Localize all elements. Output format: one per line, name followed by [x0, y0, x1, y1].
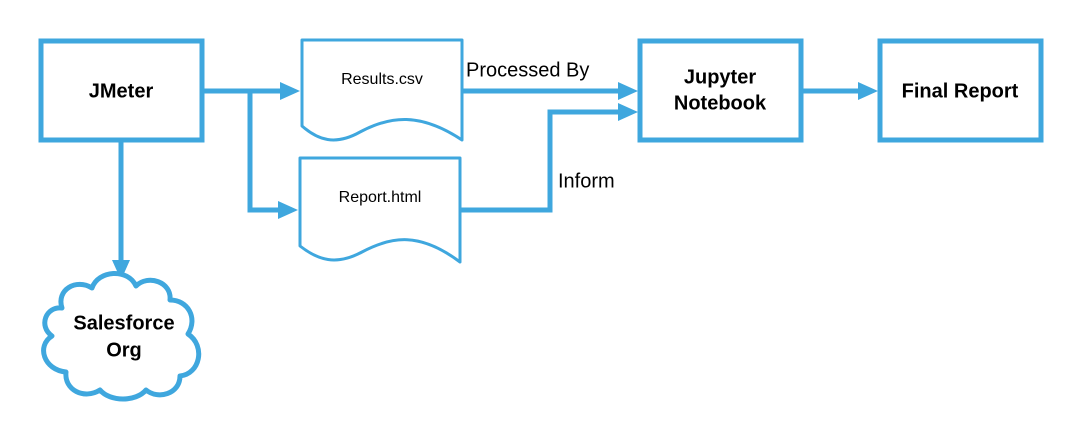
final-report-box: [877, 38, 1044, 143]
node-jmeter: JMeter: [38, 38, 205, 143]
jupyter-label-line1: Jupyter: [684, 66, 756, 88]
arrow-head-final: [858, 82, 878, 100]
arrow-head-jupyter-bottom: [618, 103, 638, 121]
salesforce-label-line1: Salesforce: [73, 312, 174, 334]
jmeter-label: JMeter: [89, 80, 154, 102]
node-final-report: Final Report: [877, 38, 1044, 143]
arrow-head-report: [278, 201, 298, 219]
report-html-label: Report.html: [339, 189, 422, 206]
report-html-document-icon: [298, 156, 462, 264]
arrow-head-salesforce: [112, 260, 130, 280]
jupyter-box: [637, 38, 804, 143]
edge-report-to-jupyter: [461, 109, 620, 213]
arrow-head-jupyter-top: [618, 82, 638, 100]
final-report-label: Final Report: [902, 80, 1019, 102]
node-report-html: Report.html: [298, 156, 462, 264]
arrow-head-results: [280, 82, 300, 100]
salesforce-label-line2: Org: [106, 339, 142, 361]
jupyter-label-line2: Notebook: [674, 92, 767, 114]
edge-label-inform: Inform: [558, 170, 615, 192]
edge-label-processed-by: Processed By: [466, 59, 589, 81]
results-csv-label: Results.csv: [341, 71, 423, 88]
results-csv-document-icon: [300, 38, 464, 142]
node-salesforce-org: Salesforce Org: [41, 271, 202, 402]
node-jupyter-notebook: Jupyter Notebook: [637, 38, 804, 143]
jmeter-box: [38, 38, 205, 143]
salesforce-cloud-icon: [41, 271, 202, 402]
node-results-csv: Results.csv: [300, 38, 464, 142]
edge-jmeter-to-report: [247, 91, 280, 213]
